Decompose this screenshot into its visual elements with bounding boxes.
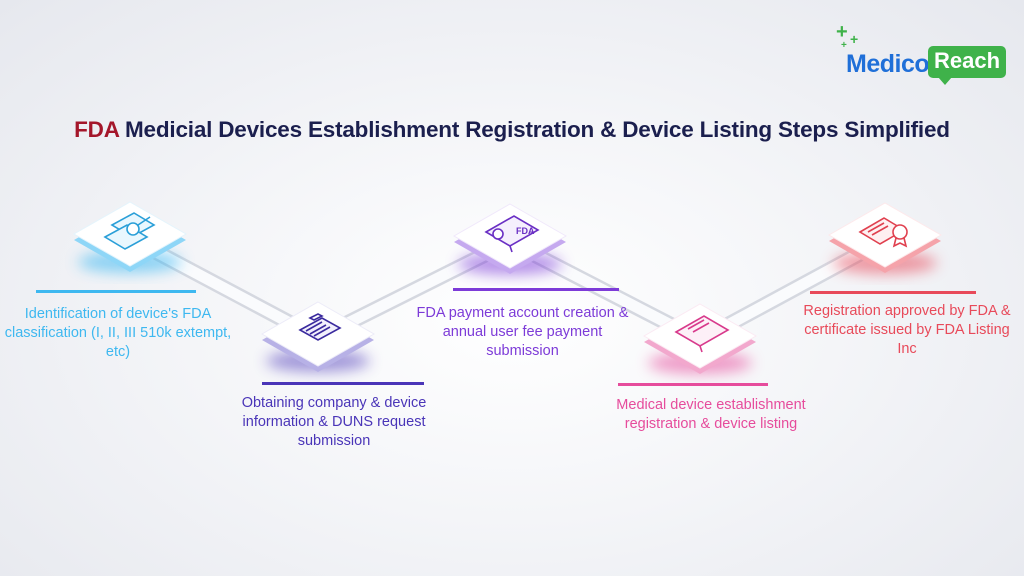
title-highlight: FDA — [74, 117, 119, 142]
step-1-text: Identification of device's FDA classific… — [4, 306, 232, 360]
fda-payment-monitor-icon — [484, 215, 540, 253]
step-3-node: FDA — [452, 203, 568, 275]
plus-icon: + — [850, 31, 859, 47]
underline-bars — [36, 288, 976, 386]
page-title: FDA Medicial Devices Establishment Regis… — [0, 117, 1024, 143]
logo-text-medico: Medico — [846, 50, 930, 78]
registration-monitor-icon — [674, 315, 730, 353]
step-5-text: Registration approved by FDA & certifica… — [803, 303, 1011, 357]
classification-document-icon — [103, 212, 156, 250]
step-3-text: FDA payment account creation & annual us… — [416, 305, 629, 359]
step-5-node — [827, 202, 943, 274]
clipboard-form-icon — [298, 313, 342, 341]
logo-text-reach: Reach — [928, 46, 1007, 85]
step-2-node — [260, 301, 376, 372]
step-4-text: Medical device establishment registratio… — [616, 397, 806, 432]
fda-icon-label: FDA — [516, 226, 535, 236]
medicoreach-logo: + + + Medico Reach — [836, 21, 1007, 85]
step-4-node — [642, 303, 758, 374]
plus-icon: + — [841, 40, 847, 51]
certificate-badge-icon — [858, 217, 908, 248]
step-2-text: Obtaining company & device information &… — [241, 395, 427, 449]
plus-icon: + — [836, 21, 848, 43]
step-1-node — [72, 201, 188, 273]
title-rest: Medicial Devices Establishment Registrat… — [118, 117, 950, 142]
